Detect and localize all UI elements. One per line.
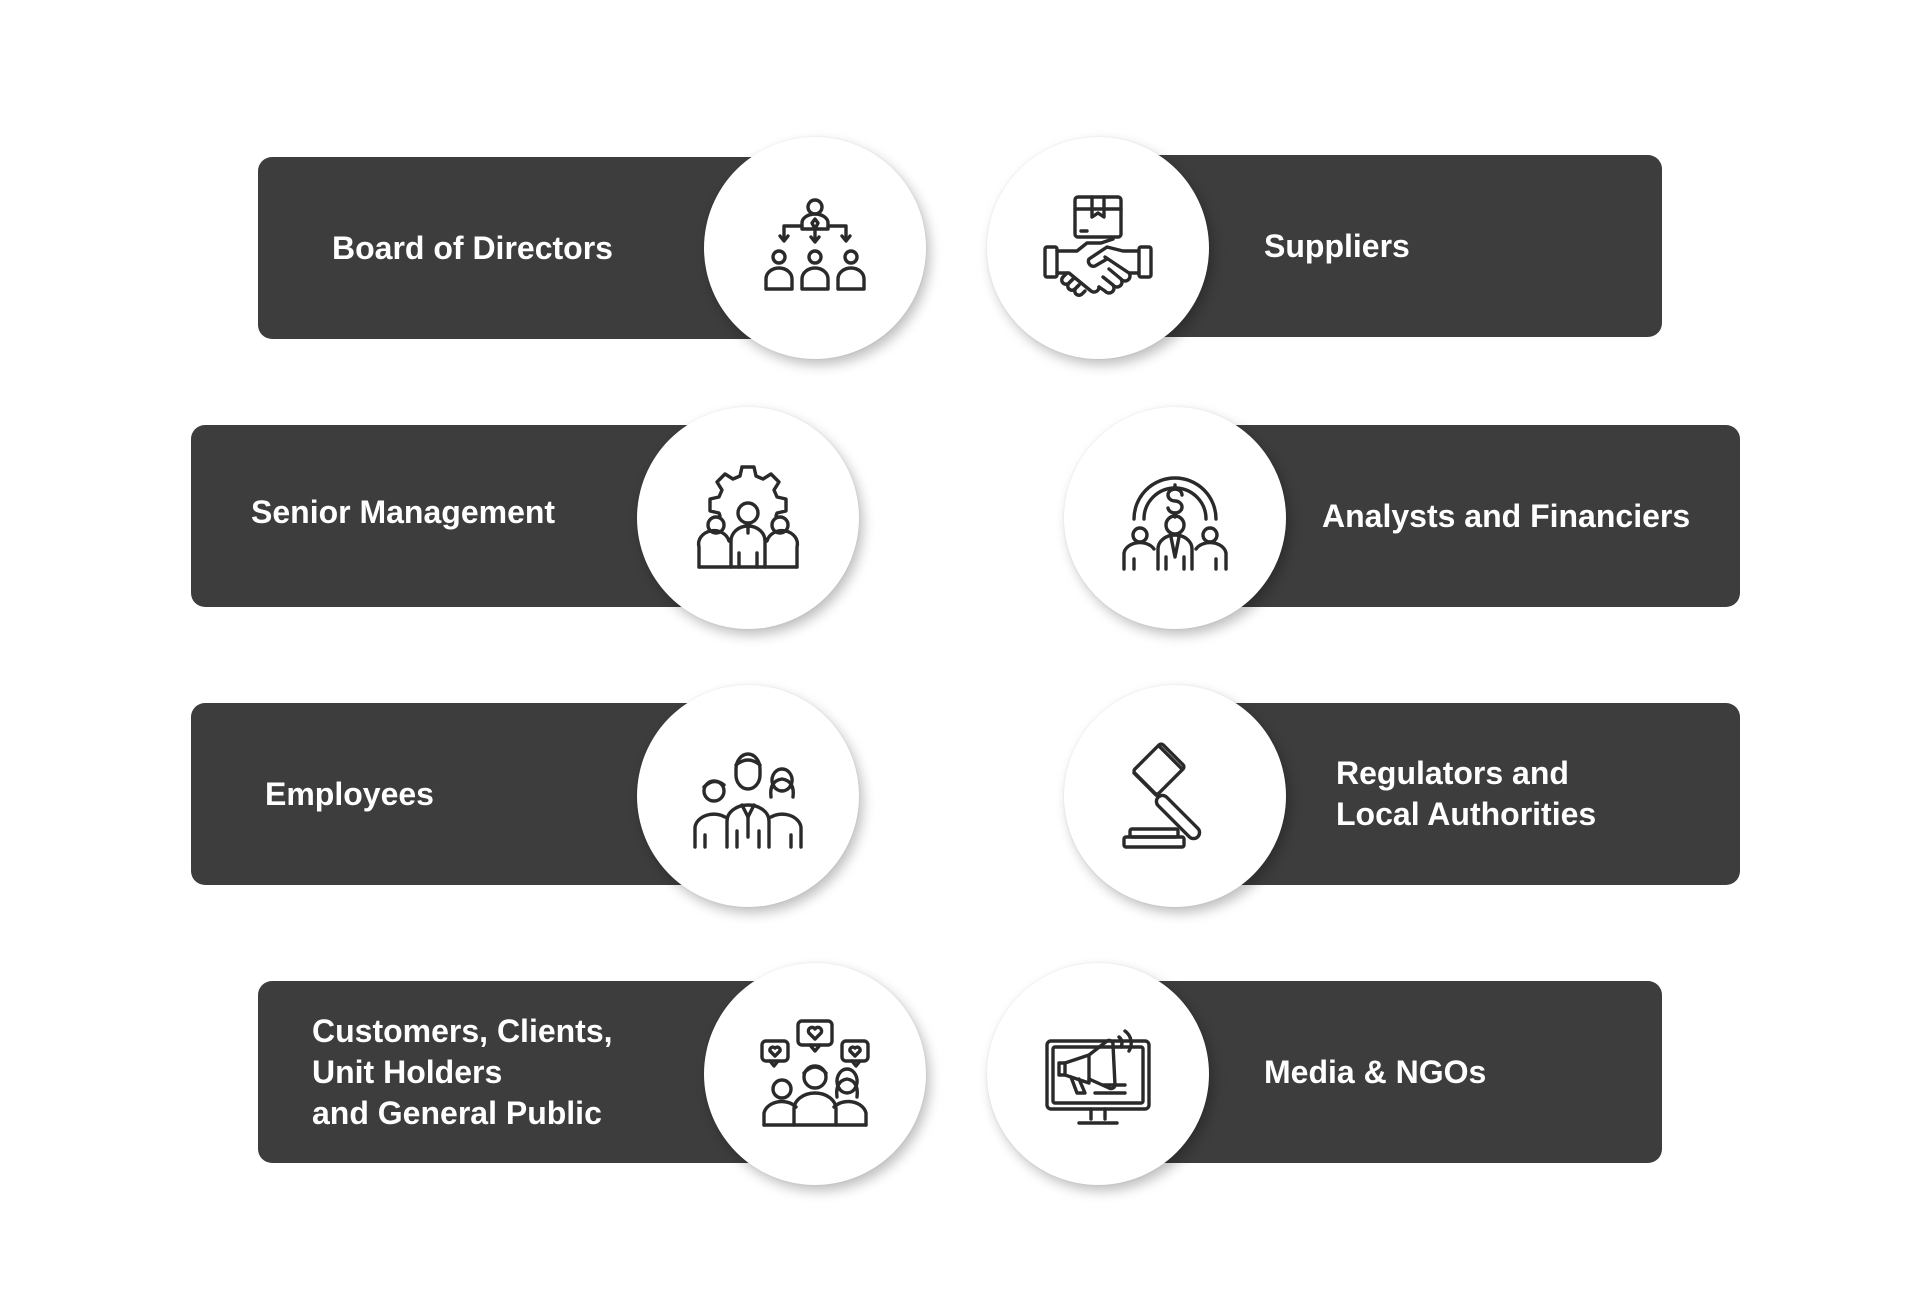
stakeholder-icon-circle-customers xyxy=(704,963,926,1185)
stakeholder-icon-circle-regulators xyxy=(1064,685,1286,907)
stakeholder-card-analysts-and-financiers xyxy=(1220,425,1740,607)
org-hierarchy-icon xyxy=(764,198,866,291)
stakeholder-card-employees xyxy=(191,703,711,885)
stakeholder-label-regulators: Regulators and Local Authorities xyxy=(1336,755,1597,832)
stakeholder-label-media-ngos: Media & NGOs xyxy=(1264,1053,1487,1090)
stakeholder-label-senior-management: Senior Management xyxy=(251,493,556,530)
stakeholder-icon-circle-employees xyxy=(637,685,859,907)
gear-team-icon xyxy=(696,465,800,569)
stakeholder-card-regulators xyxy=(1220,703,1740,885)
stakeholder-label-suppliers: Suppliers xyxy=(1264,227,1410,264)
stakeholder-card-senior-management xyxy=(191,425,711,607)
stakeholder-card-customers xyxy=(258,981,778,1163)
stakeholder-icon-circle-analysts-and-financiers xyxy=(1064,407,1286,629)
stakeholder-card-board-of-directors xyxy=(258,157,778,339)
community-feedback-icon xyxy=(760,1019,870,1127)
stakeholder-card-media-ngos xyxy=(1142,981,1662,1163)
gavel-icon xyxy=(1122,742,1202,849)
stakeholder-icon-circle-media-ngos xyxy=(987,963,1209,1185)
stakeholder-icon-circle-senior-management xyxy=(637,407,859,629)
stakeholder-label-board-of-directors: Board of Directors xyxy=(332,229,613,266)
stakeholder-icon-circle-suppliers xyxy=(987,137,1209,359)
stakeholder-card-suppliers xyxy=(1142,155,1662,337)
stakeholder-label-employees: Employees xyxy=(265,775,434,812)
monitor-megaphone-icon xyxy=(1045,1029,1151,1125)
handshake-package-icon xyxy=(1043,195,1153,297)
employees-group-icon xyxy=(693,752,803,849)
dollar-team-icon xyxy=(1122,476,1228,571)
stakeholder-label-customers: Customers, Clients, Unit Holders and Gen… xyxy=(312,1012,613,1131)
stakeholder-icon-circle-board-of-directors xyxy=(704,137,926,359)
stakeholder-label-analysts-and-financiers: Analysts and Financiers xyxy=(1322,497,1691,534)
